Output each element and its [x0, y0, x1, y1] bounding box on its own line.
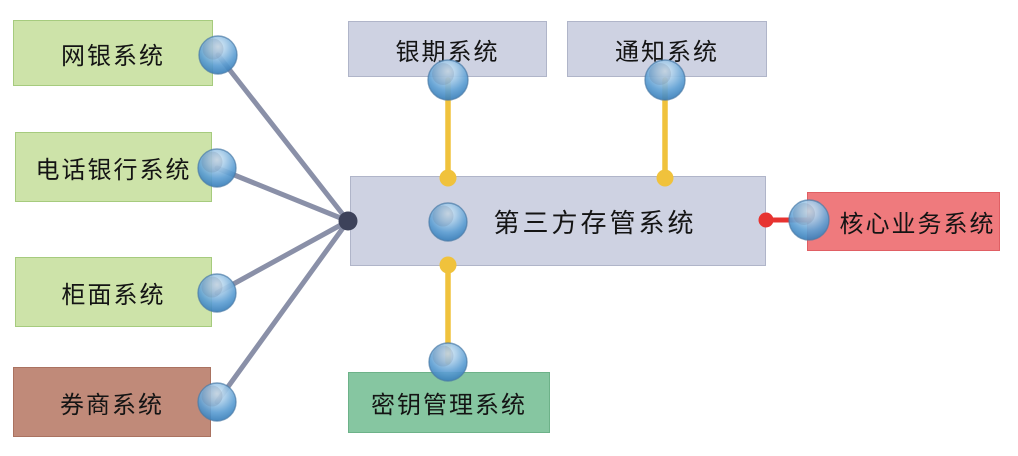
node-label: 电话银行系统	[35, 156, 192, 184]
node-core-business-system: 核心业务系统	[807, 192, 1000, 251]
edge-counter	[214, 218, 351, 296]
node-label: 核心业务系统	[839, 211, 996, 238]
node-notification-system: 通知系统	[567, 21, 767, 77]
node-label: 第三方存管系统	[493, 207, 697, 238]
node-label: 券商系统	[60, 391, 164, 419]
node-label: 密钥管理系统	[371, 392, 527, 419]
edge-online-banking	[215, 52, 351, 224]
node-key-management-system: 密钥管理系统	[348, 372, 550, 433]
node-label: 银期系统	[395, 38, 500, 66]
node-label: 通知系统	[615, 38, 719, 66]
node-bank-futures-system: 银期系统	[348, 21, 547, 77]
edge-broker	[214, 218, 351, 405]
edge-phone-banking	[214, 165, 351, 224]
node-counter-system: 柜面系统	[15, 257, 212, 327]
node-third-party-depository-system: 第三方存管系统	[350, 176, 766, 266]
node-broker-system: 券商系统	[13, 367, 211, 437]
node-online-banking-system: 网银系统	[13, 20, 213, 86]
node-label: 网银系统	[61, 42, 165, 70]
node-label: 柜面系统	[61, 281, 166, 309]
node-phone-banking-system: 电话银行系统	[15, 132, 212, 202]
